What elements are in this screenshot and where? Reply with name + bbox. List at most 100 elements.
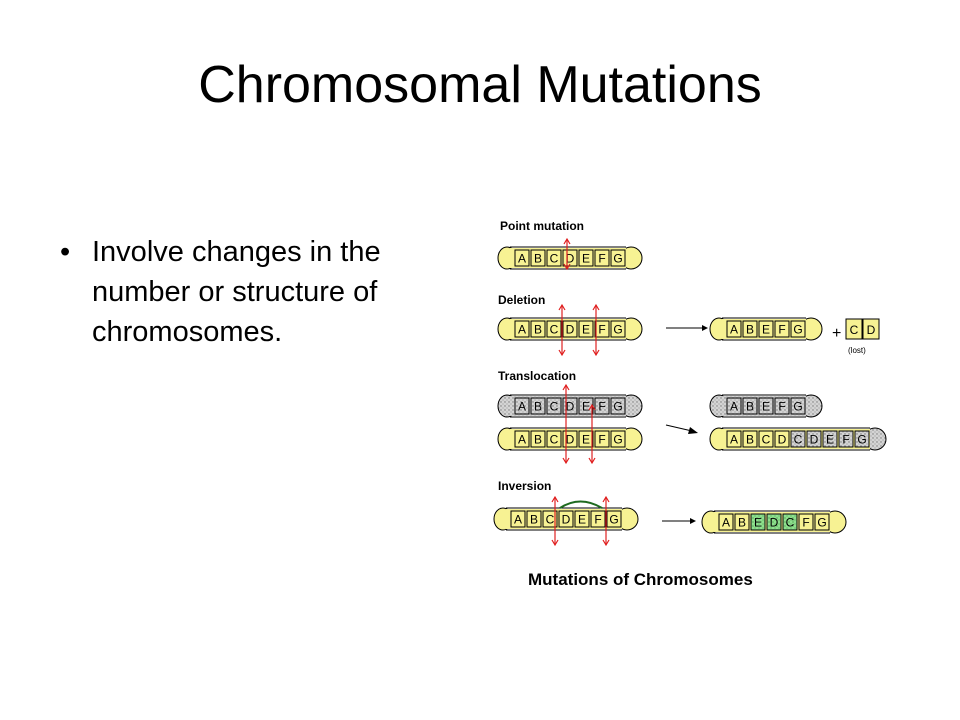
break-arrowhead	[563, 237, 571, 245]
gene-label: E	[582, 433, 590, 447]
gene-box	[734, 513, 750, 531]
figure-caption: Mutations of Chromosomes	[528, 570, 753, 589]
gene-box	[594, 320, 610, 338]
gene-label: C	[546, 513, 555, 527]
gene-box	[594, 249, 610, 267]
gene-box	[606, 510, 622, 528]
gene-box	[758, 430, 774, 448]
gene-box	[806, 430, 822, 448]
gene-label: E	[762, 323, 770, 337]
gene-label: B	[738, 516, 746, 530]
break-arrowhead	[562, 383, 570, 391]
gene-box	[774, 430, 790, 448]
gene-box	[610, 397, 626, 415]
gene-label: G	[857, 433, 866, 447]
process-arrow-deletion	[666, 325, 708, 331]
gene-label: B	[534, 252, 542, 266]
gene-box	[514, 430, 530, 448]
gene-box	[774, 320, 790, 338]
gene-box	[854, 430, 870, 448]
gene-label: D	[778, 433, 787, 447]
break-arrowhead	[602, 495, 610, 503]
gene-box	[526, 510, 542, 528]
gene-label: G	[613, 433, 622, 447]
gene-label: A	[730, 400, 738, 414]
break-arrowhead	[592, 349, 600, 357]
break-arrowhead	[551, 539, 559, 547]
break-arrowhead	[558, 303, 566, 311]
bullet-item: Involve changes in the number or structu…	[58, 232, 418, 352]
gene-label: B	[746, 433, 754, 447]
gene-label: F	[778, 400, 785, 414]
gene-box	[790, 320, 806, 338]
gene-label: E	[582, 400, 590, 414]
break-arrowhead	[563, 263, 571, 271]
gene-box	[546, 430, 562, 448]
gene-box	[530, 249, 546, 267]
lost-note: (lost)	[848, 346, 866, 355]
gene-label: E	[582, 323, 590, 337]
break-arrowhead	[602, 539, 610, 547]
gene-label: D	[770, 516, 779, 530]
gene-label: G	[613, 252, 622, 266]
gene-label: C	[786, 516, 795, 530]
gene-label: G	[613, 400, 622, 414]
gene-box	[590, 510, 606, 528]
process-arrow-inversion	[662, 518, 696, 524]
gene-label: D	[566, 252, 575, 266]
break-arrowhead	[588, 457, 596, 465]
gene-box	[546, 249, 562, 267]
gene-label: A	[518, 252, 526, 266]
gene-label: G	[793, 400, 802, 414]
gene-box	[530, 397, 546, 415]
panel-label-translocation: Translocation	[498, 369, 576, 383]
break-arrowhead	[558, 349, 566, 357]
gene-box	[546, 397, 562, 415]
break-arrowhead	[592, 303, 600, 311]
gene-label: F	[594, 513, 601, 527]
gene-label: A	[518, 323, 526, 337]
gene-label: E	[826, 433, 834, 447]
gene-label: G	[793, 323, 802, 337]
gene-box	[514, 320, 530, 338]
gene-box	[838, 430, 854, 448]
gene-box	[822, 430, 838, 448]
gene-label: F	[842, 433, 849, 447]
gene-box	[750, 513, 766, 531]
gene-label: D	[562, 513, 571, 527]
gene-label: A	[518, 433, 526, 447]
gene-box	[574, 510, 590, 528]
gene-box	[814, 513, 830, 531]
lost-gene-box	[862, 318, 880, 340]
gene-label: F	[598, 323, 605, 337]
gene-box	[766, 513, 782, 531]
gene-label: A	[730, 323, 738, 337]
gene-box	[726, 320, 742, 338]
gene-label: A	[722, 516, 730, 530]
process-arrow-translocation	[665, 424, 698, 434]
panel-label-inversion: Inversion	[498, 479, 551, 493]
gene-box	[758, 397, 774, 415]
gene-label: F	[598, 433, 605, 447]
gene-label: B	[534, 323, 542, 337]
gene-label: A	[518, 400, 526, 414]
gene-box	[718, 513, 734, 531]
gene-label: D	[566, 323, 575, 337]
gene-box	[546, 320, 562, 338]
lost-gene-label: D	[867, 323, 876, 337]
inversion-arc	[559, 500, 603, 509]
gene-label: G	[609, 513, 618, 527]
gene-box	[530, 430, 546, 448]
gene-box	[758, 320, 774, 338]
gene-box	[726, 397, 742, 415]
bullet-list: Involve changes in the number or structu…	[58, 232, 418, 352]
break-arrowhead	[551, 495, 559, 503]
